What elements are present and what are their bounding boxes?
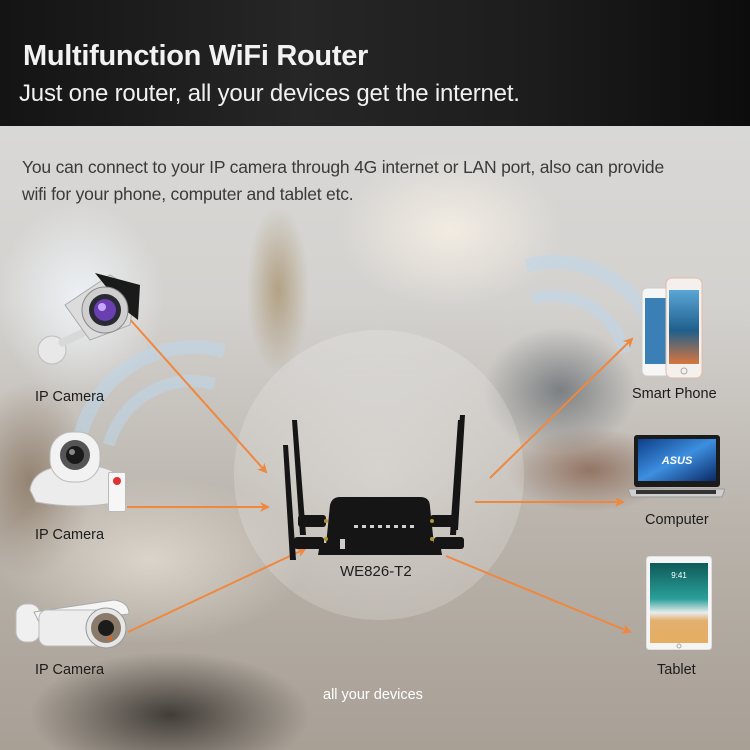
- bullet-camera-icon: [30, 265, 140, 365]
- smartphone-icon: [640, 276, 704, 381]
- router-spotlight: [234, 330, 524, 620]
- router-model-label: WE826-T2: [340, 563, 412, 580]
- device-label-phone: Smart Phone: [632, 386, 717, 402]
- arrow-camera1-to-router: [126, 315, 268, 474]
- dome-camera-icon: [28, 430, 128, 510]
- description-line-2: wifi for your phone, computer and tablet…: [22, 184, 354, 204]
- arrow-router-to-phone: [489, 337, 634, 479]
- device-label-computer: Computer: [645, 512, 709, 528]
- page-subtitle: Just one router, all your devices get th…: [19, 80, 520, 107]
- remote-control-icon: [108, 472, 126, 512]
- camera-label-1: IP Camera: [35, 389, 105, 405]
- arrow-router-to-tablet: [445, 555, 632, 634]
- laptop-icon: ASUS: [627, 433, 726, 505]
- svg-text:ASUS: ASUS: [661, 455, 693, 467]
- description-text: You can connect to your IP camera throug…: [22, 154, 742, 208]
- page-title: Multifunction WiFi Router: [23, 40, 369, 72]
- device-label-tablet: Tablet: [657, 662, 696, 678]
- camera-label-3: IP Camera: [35, 662, 105, 678]
- footer-note: all your devices: [323, 687, 423, 703]
- arrow-camera3-to-router: [127, 547, 307, 633]
- outdoor-camera-icon: [14, 592, 132, 652]
- header-banner: Multifunction WiFi Router Just one route…: [0, 0, 750, 126]
- tablet-icon: 9:41: [645, 555, 713, 651]
- router-icon: [270, 375, 485, 560]
- camera-label-2: IP Camera: [35, 527, 105, 543]
- description-line-1: You can connect to your IP camera throug…: [22, 157, 664, 177]
- svg-text:9:41: 9:41: [671, 571, 687, 580]
